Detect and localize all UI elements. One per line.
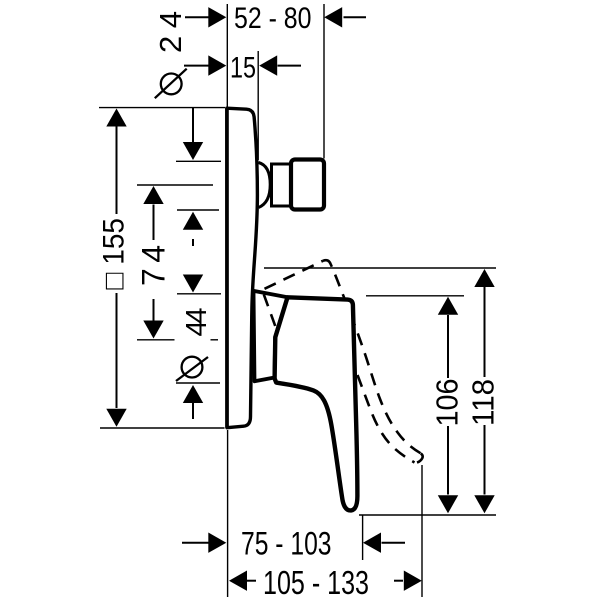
svg-text:□ 155: □ 155 bbox=[98, 218, 131, 290]
svg-text:105 - 133: 105 - 133 bbox=[263, 564, 369, 600]
svg-text:106: 106 bbox=[431, 379, 465, 427]
svg-text:52 - 80: 52 - 80 bbox=[234, 2, 312, 35]
svg-text:75 - 103: 75 - 103 bbox=[241, 526, 332, 562]
svg-text:44: 44 bbox=[181, 308, 213, 337]
svg-text:15: 15 bbox=[230, 52, 256, 85]
svg-text:118: 118 bbox=[467, 379, 501, 426]
